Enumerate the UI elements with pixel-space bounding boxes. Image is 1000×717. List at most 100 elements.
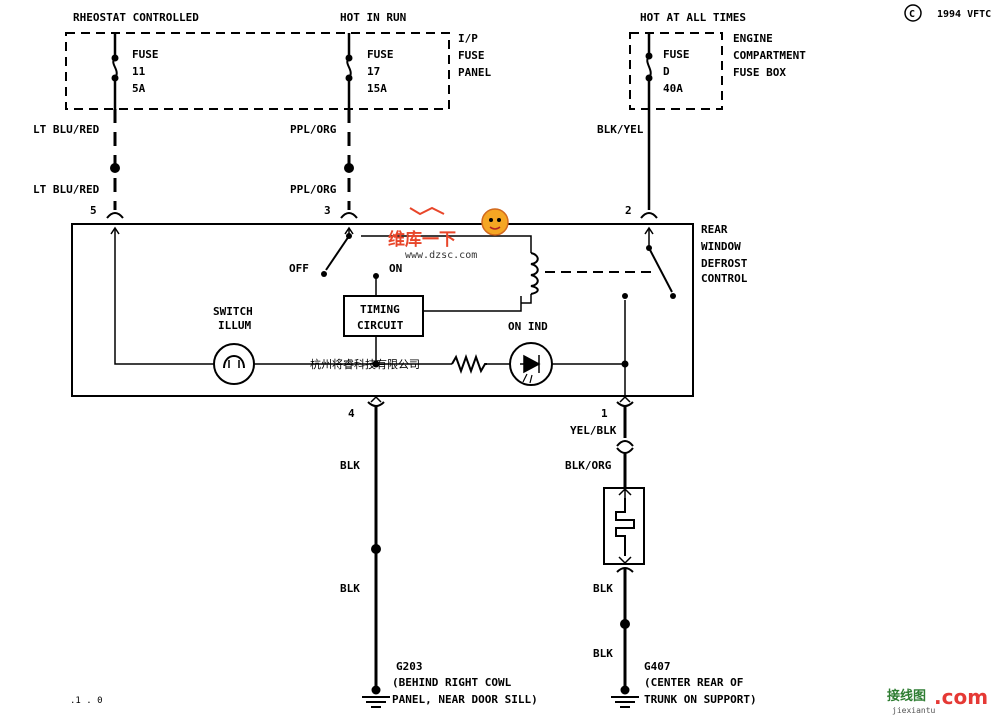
wire-label-ppl-org-top: PPL/ORG bbox=[290, 123, 337, 136]
ip-fuse-panel-label-1: I/P bbox=[458, 32, 478, 45]
wire-label-yel-blk: YEL/BLK bbox=[570, 424, 617, 437]
ip-fuse-panel-label-3: PANEL bbox=[458, 66, 491, 79]
pin-3-label: 3 bbox=[324, 204, 331, 217]
timing-circuit-label-1: TIMING bbox=[360, 303, 400, 316]
wire-label-blk-3: BLK bbox=[593, 582, 613, 595]
fuse-17-label-2: 17 bbox=[367, 65, 380, 78]
wire-label-blk-yel: BLK/YEL bbox=[597, 123, 644, 136]
g203-label: G203 bbox=[396, 660, 423, 673]
connector-pin-2-icon bbox=[640, 212, 658, 219]
wire-label-blk-1: BLK bbox=[340, 459, 360, 472]
copyright-circle-icon bbox=[904, 4, 922, 22]
switch-off-label: OFF bbox=[289, 262, 309, 275]
internal-wiring bbox=[110, 226, 654, 396]
relay-contact bbox=[622, 245, 676, 299]
switch-illum-label-2: ILLUM bbox=[218, 319, 251, 332]
switch-on-contact-icon bbox=[373, 273, 379, 279]
switch-pivot-icon bbox=[346, 233, 352, 239]
defrost-control-box bbox=[71, 223, 694, 397]
engine-fuse-box-label-2: COMPARTMENT bbox=[733, 49, 806, 62]
internal-ground-node bbox=[372, 360, 380, 368]
fuse-11-label-3: 5A bbox=[132, 82, 146, 95]
ip-fuse-panel-box bbox=[65, 32, 450, 110]
copyright-symbol: C bbox=[909, 9, 915, 20]
jiexiantu-cn-text: 接线图 bbox=[887, 688, 926, 704]
fuse-17-label-1: FUSE bbox=[367, 48, 394, 61]
connector-pin-5-icon bbox=[106, 212, 124, 219]
on-ind-label: ON IND bbox=[508, 320, 548, 333]
dzsc-url-text: www.dzsc.com bbox=[405, 250, 477, 261]
copyright-mark: C 1994 VFTC bbox=[904, 4, 991, 22]
copyright-text: 1994 VFTC bbox=[937, 9, 991, 20]
wire-label-lt-blu-red-top: LT BLU/RED bbox=[33, 123, 100, 136]
fuse-11-label-2: 11 bbox=[132, 65, 146, 78]
ground-g203-icon bbox=[362, 685, 390, 708]
g407-label: G407 bbox=[644, 660, 671, 673]
jiexiantu-dom-text: .com bbox=[934, 685, 988, 709]
defrost-grid-element-icon bbox=[615, 498, 635, 556]
g203-desc-2: PANEL, NEAR DOOR SILL) bbox=[392, 693, 538, 706]
resistor-icon bbox=[451, 354, 487, 374]
pin-4-label: 4 bbox=[348, 407, 355, 420]
hot-in-run-label: HOT IN RUN bbox=[340, 11, 406, 24]
dzsc-cn-text: 维库一下 bbox=[388, 229, 456, 250]
wire-label-blk-org: BLK/ORG bbox=[565, 459, 612, 472]
fuse-d: FUSE D 40A bbox=[645, 33, 690, 210]
engine-fuse-box bbox=[629, 32, 723, 110]
timing-circuit-box bbox=[343, 295, 424, 337]
connector-pin-4-icon bbox=[367, 401, 385, 407]
wire-label-lt-blu-red-bottom: LT BLU/RED bbox=[33, 183, 100, 196]
ground-g407-icon bbox=[611, 685, 639, 708]
pin-1-label: 1 bbox=[601, 407, 608, 420]
pin-2-label: 2 bbox=[625, 204, 632, 217]
jiexiantu-url-text: jiexiantu bbox=[892, 706, 936, 715]
pin-5-label: 5 bbox=[90, 204, 97, 217]
on-indicator-led: ON IND bbox=[508, 320, 553, 386]
g407-desc-2: TRUNK ON SUPPORT) bbox=[644, 693, 757, 706]
fuse-11: FUSE 11 5A bbox=[111, 33, 159, 109]
connector-pin-1-icon bbox=[616, 401, 634, 407]
engine-fuse-box-label-3: FUSE BOX bbox=[733, 66, 786, 79]
wire-label-blk-4: BLK bbox=[593, 647, 613, 660]
relay-coil-icon bbox=[530, 252, 539, 295]
wire-label-ppl-org-bottom: PPL/ORG bbox=[290, 183, 337, 196]
g407-desc-1: (CENTER REAR OF bbox=[644, 676, 743, 689]
bulb-icon bbox=[213, 343, 255, 385]
corner-mark: .1 . 0 bbox=[70, 696, 103, 706]
fuse-d-label-2: D bbox=[663, 65, 670, 78]
fuse-17-label-3: 15A bbox=[367, 82, 387, 95]
defrost-switch[interactable]: OFF ON bbox=[289, 233, 402, 279]
timing-circuit-label-2: CIRCUIT bbox=[357, 319, 404, 332]
rheostat-controlled-label: RHEOSTAT CONTROLLED bbox=[73, 11, 199, 24]
pin-1-internal-node bbox=[621, 360, 629, 368]
splice-lt-blu-red bbox=[110, 163, 120, 173]
control-label-3: DEFROST bbox=[701, 257, 748, 270]
connector-pin-3-icon bbox=[340, 212, 358, 219]
rear-defrost-grid bbox=[603, 487, 645, 565]
fuse-d-label-1: FUSE bbox=[663, 48, 690, 61]
fuse-11-label-1: FUSE bbox=[132, 48, 159, 61]
switch-on-label: ON bbox=[389, 262, 402, 275]
g203-desc-1: (BEHIND RIGHT COWL bbox=[392, 676, 512, 689]
switch-illum-label-1: SWITCH bbox=[213, 305, 253, 318]
connector-yel-blk-upper-icon bbox=[616, 440, 634, 447]
wire-label-blk-2: BLK bbox=[340, 582, 360, 595]
engine-fuse-box-label-1: ENGINE bbox=[733, 32, 773, 45]
jiexiantu-logo: 接线图 .com jiexiantu bbox=[887, 685, 988, 715]
fuse-d-label-3: 40A bbox=[663, 82, 683, 95]
switch-off-contact-icon bbox=[321, 271, 327, 277]
splice-blk-g407 bbox=[620, 619, 630, 629]
control-label-2: WINDOW bbox=[701, 240, 741, 253]
ip-fuse-panel-label-2: FUSE bbox=[458, 49, 485, 62]
splice-blk-g203 bbox=[371, 544, 381, 554]
dzsc-logo: 维库一下 www.dzsc.com bbox=[388, 206, 509, 261]
control-label-4: CONTROL bbox=[701, 272, 748, 285]
control-label-1: REAR bbox=[701, 223, 728, 236]
splice-ppl-org bbox=[344, 163, 354, 173]
switch-illum-bulb: SWITCH ILLUM bbox=[213, 305, 255, 385]
switch-blade-icon bbox=[325, 235, 350, 271]
fuse-17: FUSE 17 15A bbox=[345, 33, 394, 109]
watermark-company-cn: 杭州将睿科技有限公司 bbox=[310, 357, 420, 371]
hot-at-all-times-label: HOT AT ALL TIMES bbox=[640, 11, 746, 24]
